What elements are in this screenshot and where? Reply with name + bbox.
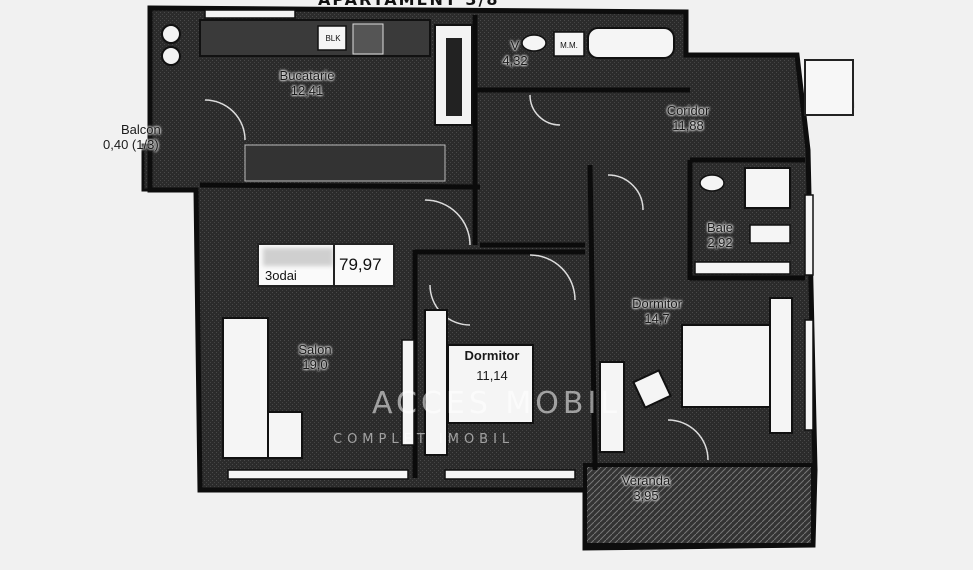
- room-bucatarie: Bucatarie 12,41: [262, 68, 352, 98]
- room-baie: Baie 2,92: [695, 220, 745, 250]
- sofa: [222, 317, 269, 459]
- watermark-brand: ACCES MOBIL: [372, 386, 622, 421]
- toilet: [521, 34, 547, 52]
- bath-counter: [694, 261, 791, 275]
- veranda-area: [583, 463, 815, 547]
- badge-unit-type: 3odai: [265, 268, 297, 283]
- room-wc: V 4,32: [495, 38, 535, 68]
- bath-sink: [699, 174, 725, 192]
- room-baie-area: 2,92: [707, 235, 733, 250]
- room-coridor-area: 11,88: [672, 118, 704, 133]
- bath-toilet: [749, 224, 791, 244]
- kitchen-table: [244, 144, 446, 182]
- room-salon-name: Salon: [298, 342, 332, 357]
- tv-unit: [401, 339, 415, 446]
- room-salon-area: 19,0: [302, 357, 328, 372]
- kitchen-pipe-2: [161, 46, 181, 66]
- badge-divider: [333, 245, 335, 285]
- room-baie-name: Baie: [706, 220, 734, 235]
- kitchen-fridge: [317, 25, 347, 51]
- room-veranda: Veranda 3,95: [606, 473, 686, 503]
- room-veranda-name: Veranda: [621, 473, 671, 488]
- room-dormitor-1-name: Dormitor: [464, 348, 520, 363]
- shower-tray: [744, 167, 791, 209]
- room-bucatarie-name: Bucatarie: [279, 68, 335, 83]
- bed-2: [681, 324, 773, 408]
- total-area-badge: 3odai 79,97: [257, 243, 395, 287]
- kitchen-counter: [199, 19, 431, 57]
- room-veranda-area: 3,95: [633, 488, 659, 503]
- room-bucatarie-area: 12,41: [290, 83, 324, 98]
- bed-1: [447, 344, 534, 424]
- chair: [632, 369, 672, 409]
- fridge-label-1: BLK: [325, 34, 341, 43]
- plan-title-text: APARTAMENT 3/8: [318, 0, 608, 8]
- kitchen-stove: [352, 23, 384, 55]
- room-wc-area: 4,32: [502, 53, 528, 68]
- room-dormitor-2-name: Dormitor: [632, 296, 682, 311]
- room-dormitor-1-area: 11,14: [476, 368, 508, 383]
- room-dormitor-1: Dormitor 11,14: [452, 348, 532, 383]
- sofa-corner: [267, 411, 303, 459]
- plan-title: APARTAMENT 3/8: [318, 0, 608, 8]
- watermark-tagline: COMPLET IMOBIL: [333, 432, 515, 447]
- bathtub: [587, 27, 675, 59]
- entrance-door: [804, 59, 854, 116]
- desk: [599, 361, 625, 453]
- badge-total-area: 79,97: [339, 255, 382, 274]
- interior-walls: [199, 15, 805, 478]
- room-wc-mark: V: [510, 38, 520, 53]
- room-coridor-name: Coridor: [666, 103, 710, 118]
- room-dormitor-2: Dormitor 14,7: [612, 296, 702, 326]
- room-salon: Salon 19,0: [280, 342, 350, 372]
- room-balcon: Balcon 0,40 (1/3): [103, 122, 193, 152]
- kitchen-cabinet-inner: [446, 38, 462, 116]
- washing-machine: [553, 31, 585, 57]
- room-balcon-name: Balcon: [121, 122, 161, 137]
- room-dormitor-2-area: 14,7: [644, 311, 670, 326]
- kitchen-pipe-1: [161, 24, 181, 44]
- fridge-label-2: M.M.: [560, 41, 578, 50]
- room-coridor: Coridor 11,88: [638, 103, 738, 133]
- room-balcon-area: 0,40 (1/3): [103, 137, 159, 152]
- windows: [204, 9, 814, 480]
- wardrobe-2: [769, 297, 793, 434]
- redacted-mark: [263, 248, 333, 266]
